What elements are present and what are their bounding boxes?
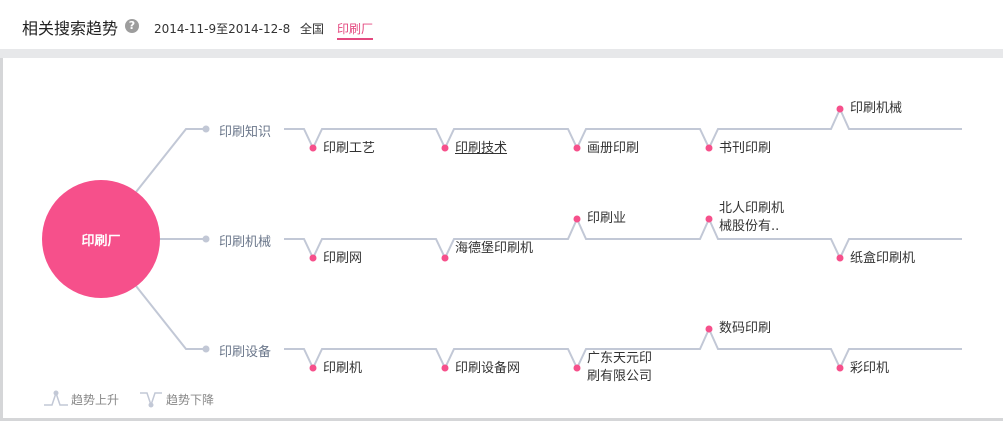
connector-branch-1 [135,128,205,193]
related-keyword[interactable]: 印刷机械 [850,101,903,116]
item-dot [441,364,449,372]
keyword-tab[interactable]: 印刷厂 [337,20,374,40]
item-dot [309,254,317,262]
bottom-border [0,418,1003,421]
legend-up-dot [53,390,59,396]
branch-dot-2 [202,235,210,243]
related-keyword[interactable]: 画册印刷 [587,141,640,156]
branch-label-1[interactable]: 印刷知识 [219,125,272,140]
related-keyword[interactable]: 印刷设备网 [455,361,521,376]
related-keyword[interactable]: 北人印刷机械股份有.. [719,201,785,234]
center-keyword-circle[interactable]: 印刷厂 [42,180,160,298]
related-keyword[interactable]: 印刷技术 [455,141,508,156]
panel-title: 相关搜索趋势 [22,19,119,38]
related-keyword[interactable]: 彩印机 [850,361,890,376]
branch-dot-3 [202,345,210,353]
related-keyword[interactable]: 印刷网 [323,251,363,266]
item-dot [705,144,713,152]
region-label: 全国 [300,22,325,36]
item-dot [573,364,581,372]
date-range: 2014-11-9至2014-12-8 [154,22,291,36]
branch-dot-1 [202,125,210,133]
item-dot [836,254,844,262]
related-keyword[interactable]: 书刊印刷 [719,141,772,156]
item-dot [573,144,581,152]
item-dot [309,144,317,152]
related-keyword[interactable]: 海德堡印刷机 [455,241,534,256]
item-dot [441,254,449,262]
related-keyword[interactable]: 印刷工艺 [323,141,376,156]
help-icon[interactable]: ? [125,19,139,33]
item-dot [705,325,713,333]
item-dot [836,105,844,113]
item-dot [573,215,581,223]
item-dot [705,215,713,223]
branch-label-3[interactable]: 印刷设备 [219,345,272,360]
related-keyword[interactable]: 数码印刷 [719,321,772,336]
item-dot [309,364,317,372]
header-divider [0,49,1003,58]
item-dot [836,364,844,372]
related-keyword[interactable]: 纸盒印刷机 [850,251,916,266]
related-keyword[interactable]: 印刷机 [323,361,363,376]
branch-label-2[interactable]: 印刷机械 [219,235,272,250]
related-keyword[interactable]: 印刷业 [587,211,627,226]
legend-down-dot [148,402,154,408]
legend-up-label: 趋势上升 [71,393,120,407]
left-border [0,58,3,421]
connector-branch-3 [135,285,205,350]
legend-down-label: 趋势下降 [166,393,215,407]
related-keyword[interactable]: 广东天元印刷有限公司 [587,351,653,384]
item-dot [441,144,449,152]
